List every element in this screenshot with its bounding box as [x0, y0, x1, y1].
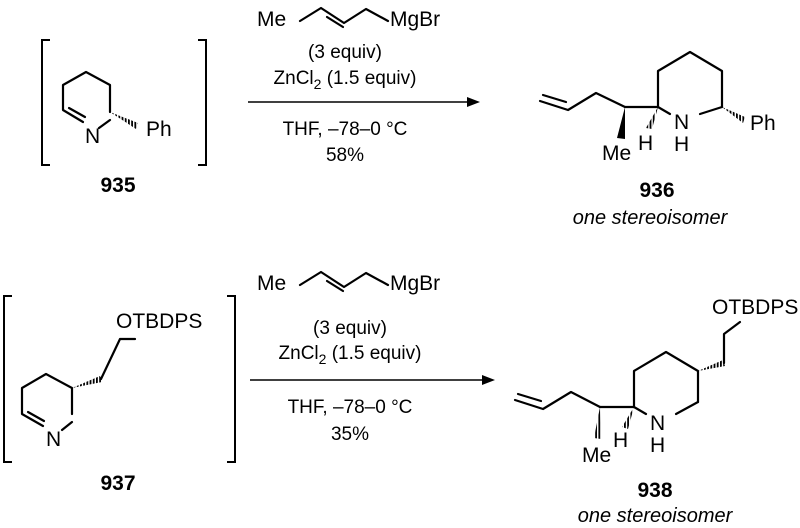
hashed-wedge-bond	[110, 112, 138, 129]
product-note-938: one stereoisomer	[578, 505, 734, 527]
reactant-937-structure: N OTBDPS	[3, 295, 236, 463]
imine-double-bond	[67, 106, 87, 119]
zncl-subscript: 2	[314, 76, 322, 92]
conditions-solvent-temp: THF, –78–0 °C	[288, 397, 413, 418]
compound-label-938: 938	[637, 479, 672, 502]
ring-bond-n-c	[60, 420, 74, 432]
ch2-o-bond	[722, 320, 742, 365]
reaction-1: N Ph 935 Me MgBr (3 equiv) ZnCl2 (1.5 eq…	[41, 6, 776, 229]
reagent-2-structure: Me MgBr	[257, 270, 440, 295]
hashed-wedge-bond-ch2	[698, 360, 725, 371]
zncl-equiv: (1.5 equiv)	[326, 343, 421, 364]
zncl-subscript: 2	[319, 351, 327, 367]
ring-bond-n-c	[97, 118, 112, 130]
crotyl-bonds	[298, 270, 390, 289]
conditions-yield: 35%	[331, 424, 369, 445]
vinyl-double-bond	[541, 93, 568, 104]
reagent-1-structure: Me MgBr	[257, 6, 440, 31]
hashed-wedge-bond-me	[594, 407, 601, 439]
reaction-2: N OTBDPS 937 Me MgBr (3 equiv) ZnCl2 (1.…	[3, 270, 798, 527]
left-bracket	[41, 39, 50, 166]
methyl-label: Me	[582, 444, 611, 467]
ring-bonds	[20, 372, 74, 428]
otbdps-label: OTBDPS	[712, 296, 798, 319]
imine-double-bond	[26, 410, 46, 423]
conditions-yield: 58%	[326, 145, 364, 166]
zncl-equiv: (1.5 equiv)	[321, 68, 416, 89]
wedge-bond-me	[617, 107, 625, 139]
reagent-mgbr-label: MgBr	[390, 272, 440, 295]
reagent-equiv: (3 equiv)	[308, 42, 382, 63]
zncl2-line: ZnCl2 (1.5 equiv)	[274, 68, 417, 92]
nh-hydrogen: H	[674, 133, 689, 156]
reaction-arrow-1	[248, 97, 480, 107]
ring-nitrogen: N	[650, 412, 665, 435]
ring-bond-c2-n	[656, 105, 672, 116]
reactant-935-structure: N Ph	[41, 39, 207, 166]
left-bracket	[3, 295, 12, 463]
right-bracket	[227, 295, 236, 463]
c2-hydrogen: H	[638, 132, 653, 155]
product-936-structure: Ph N H H Me	[538, 50, 776, 165]
vinyl-double-bond	[516, 392, 543, 403]
hashed-wedge-bond-ph	[722, 107, 745, 123]
reagent-me-label: Me	[257, 8, 286, 31]
reaction-arrow-2	[250, 375, 495, 385]
phenyl-label: Ph	[750, 112, 776, 135]
vinyl-bonds	[538, 91, 627, 112]
conditions-solvent-temp: THF, –78–0 °C	[283, 119, 408, 140]
c2-hydrogen: H	[613, 429, 628, 452]
zncl-text: ZnCl	[274, 68, 314, 89]
crotyl-double-bond	[325, 15, 345, 29]
ring-bond-n-c6	[698, 105, 724, 116]
nitrogen-atom: N	[85, 125, 100, 148]
zncl2-line: ZnCl2 (1.5 equiv)	[279, 343, 422, 367]
right-bracket	[198, 39, 207, 166]
hashed-wedge-bond-h	[622, 407, 634, 429]
reagent-me-label: Me	[257, 272, 286, 295]
hashed-wedge-bond-h	[646, 107, 658, 129]
nitrogen-atom: N	[46, 428, 61, 451]
zncl-text: ZnCl	[279, 343, 319, 364]
ring-bonds	[656, 50, 724, 109]
compound-label-936: 936	[639, 179, 674, 202]
phenyl-label: Ph	[146, 118, 172, 141]
ch2-o-bond	[99, 337, 137, 381]
nh-hydrogen: H	[650, 434, 665, 457]
ring-bonds	[61, 70, 112, 124]
ring-bonds	[632, 350, 700, 409]
compound-label-937: 937	[100, 472, 135, 495]
product-938-structure: OTBDPS N H H Me	[513, 296, 798, 467]
methyl-label: Me	[602, 142, 631, 165]
crotyl-double-bond	[325, 279, 345, 293]
hashed-wedge-bond	[72, 376, 102, 388]
ring-bond-n-c6	[674, 400, 700, 416]
crotyl-bonds	[298, 6, 390, 25]
reagent-mgbr-label: MgBr	[390, 8, 440, 31]
otbdps-label: OTBDPS	[116, 310, 202, 333]
reagent-equiv: (3 equiv)	[313, 318, 387, 339]
ring-bond-c2-n	[632, 405, 648, 416]
ring-nitrogen: N	[674, 111, 689, 134]
compound-label-935: 935	[100, 174, 135, 197]
product-note-936: one stereoisomer	[573, 207, 729, 229]
vinyl-bonds	[513, 390, 602, 411]
